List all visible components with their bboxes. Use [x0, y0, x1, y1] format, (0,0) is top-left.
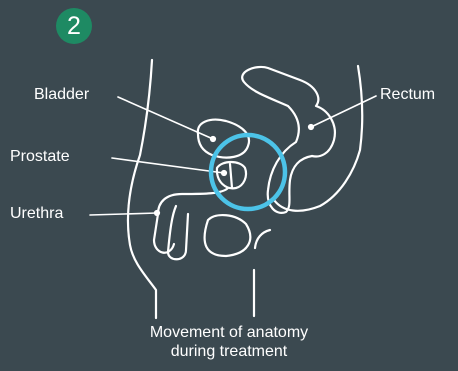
- rectum-shape: [242, 67, 335, 213]
- prostate-shape: [217, 162, 246, 188]
- body-outline: [128, 60, 362, 318]
- bladder-shape: [198, 120, 249, 158]
- urethra-shape: [154, 188, 228, 259]
- label-bladder: Bladder: [34, 86, 89, 104]
- caption-line-1: Movement of anatomy: [0, 323, 458, 342]
- caption-line-2: during treatment: [0, 342, 458, 361]
- scrotum-shape: [205, 215, 251, 256]
- label-prostate: Prostate: [10, 148, 70, 166]
- label-rectum: Rectum: [380, 86, 435, 104]
- label-urethra: Urethra: [10, 205, 63, 223]
- caption: Movement of anatomy during treatment: [0, 323, 458, 361]
